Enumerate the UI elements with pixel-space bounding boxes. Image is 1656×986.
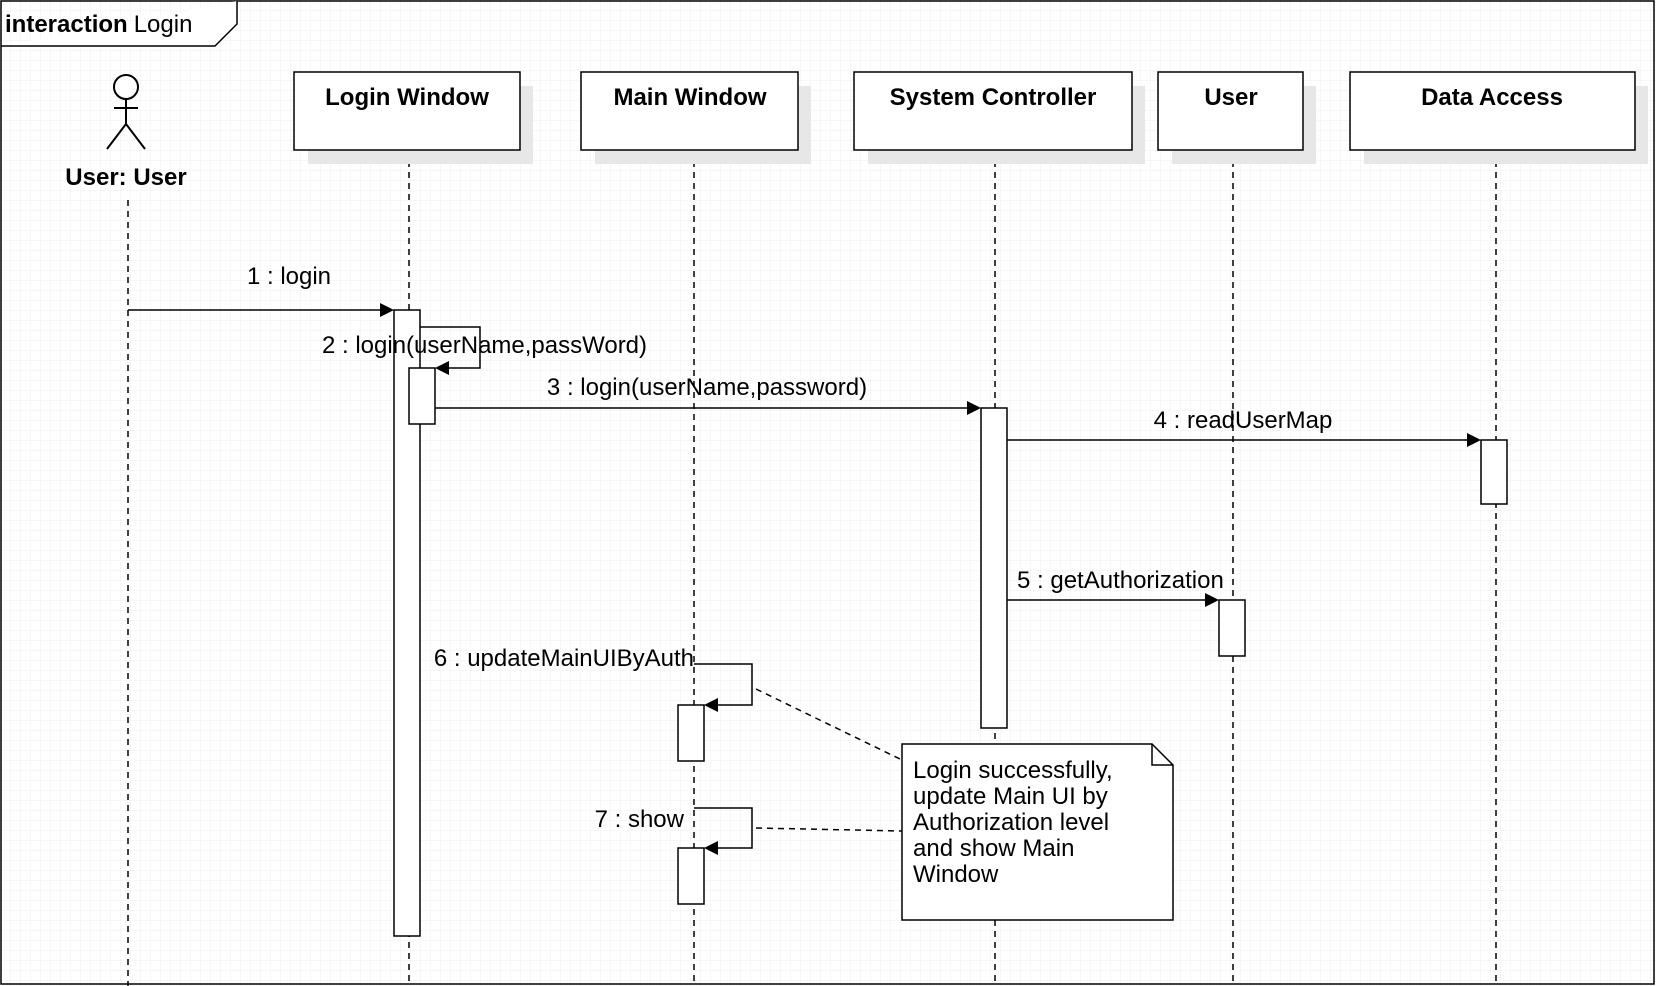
header-box <box>1157 71 1304 151</box>
header-data-access: Data Access <box>1349 71 1648 164</box>
activation-login-window-nested <box>408 367 436 425</box>
activation-login-window <box>393 309 421 937</box>
note-line: Login successfully, <box>913 757 1113 784</box>
frame-keyword: interaction <box>5 11 128 38</box>
header-label: Main Window <box>613 84 766 111</box>
message-arrow-7 <box>694 807 753 855</box>
actor-head <box>113 74 139 100</box>
header-label: Data Access <box>1421 84 1563 111</box>
note-line: Window <box>913 861 999 888</box>
header-label: User <box>1204 84 1257 111</box>
note-text: Login successfully, update Main UI by Au… <box>913 757 1119 888</box>
note-line: and show Main <box>913 835 1074 862</box>
message-label-7: 7 : show <box>595 806 685 833</box>
actor-right-leg <box>125 123 146 150</box>
message-label-1: 1 : login <box>247 263 331 290</box>
note-connector-6 <box>755 688 903 761</box>
message-label-3: 3 : login(userName,password) <box>547 374 867 401</box>
header-label: System Controller <box>890 84 1097 111</box>
activation-data-access <box>1480 439 1508 505</box>
header-system-controller: System Controller <box>853 71 1145 164</box>
frame-name: Login <box>134 11 193 38</box>
header-box <box>580 71 799 151</box>
note-box <box>901 743 1174 921</box>
actor-user <box>106 74 146 150</box>
activation-system-controller <box>980 407 1008 729</box>
activation-user <box>1218 599 1246 657</box>
header-login-window: Login Window <box>293 71 533 164</box>
message-label-2: 2 : login(userName,passWord) <box>322 332 647 359</box>
message-label-5: 5 : getAuthorization <box>1017 567 1224 594</box>
note-line: update Main UI by <box>913 783 1108 810</box>
note: Login successfully, update Main UI by Au… <box>901 743 1174 921</box>
actor-label: User: User <box>65 164 186 191</box>
activation-main-window-2 <box>677 847 705 905</box>
header-label: Login Window <box>325 84 489 111</box>
header-box <box>853 71 1133 151</box>
actor-left-leg <box>106 123 127 150</box>
message-arrow-2 <box>420 326 481 375</box>
header-user: User <box>1157 71 1316 164</box>
note-line: Authorization level <box>913 809 1109 836</box>
note-corner-fold <box>1151 744 1173 766</box>
message-arrow-6 <box>694 663 753 712</box>
header-box <box>293 71 521 151</box>
note-connector-7 <box>755 827 903 832</box>
activation-main-window-1 <box>677 704 705 762</box>
header-box <box>1349 71 1636 151</box>
message-label-6: 6 : updateMainUIByAuth <box>434 645 694 672</box>
message-label-4: 4 : readUserMap <box>1154 407 1333 434</box>
header-main-window: Main Window <box>580 71 811 164</box>
